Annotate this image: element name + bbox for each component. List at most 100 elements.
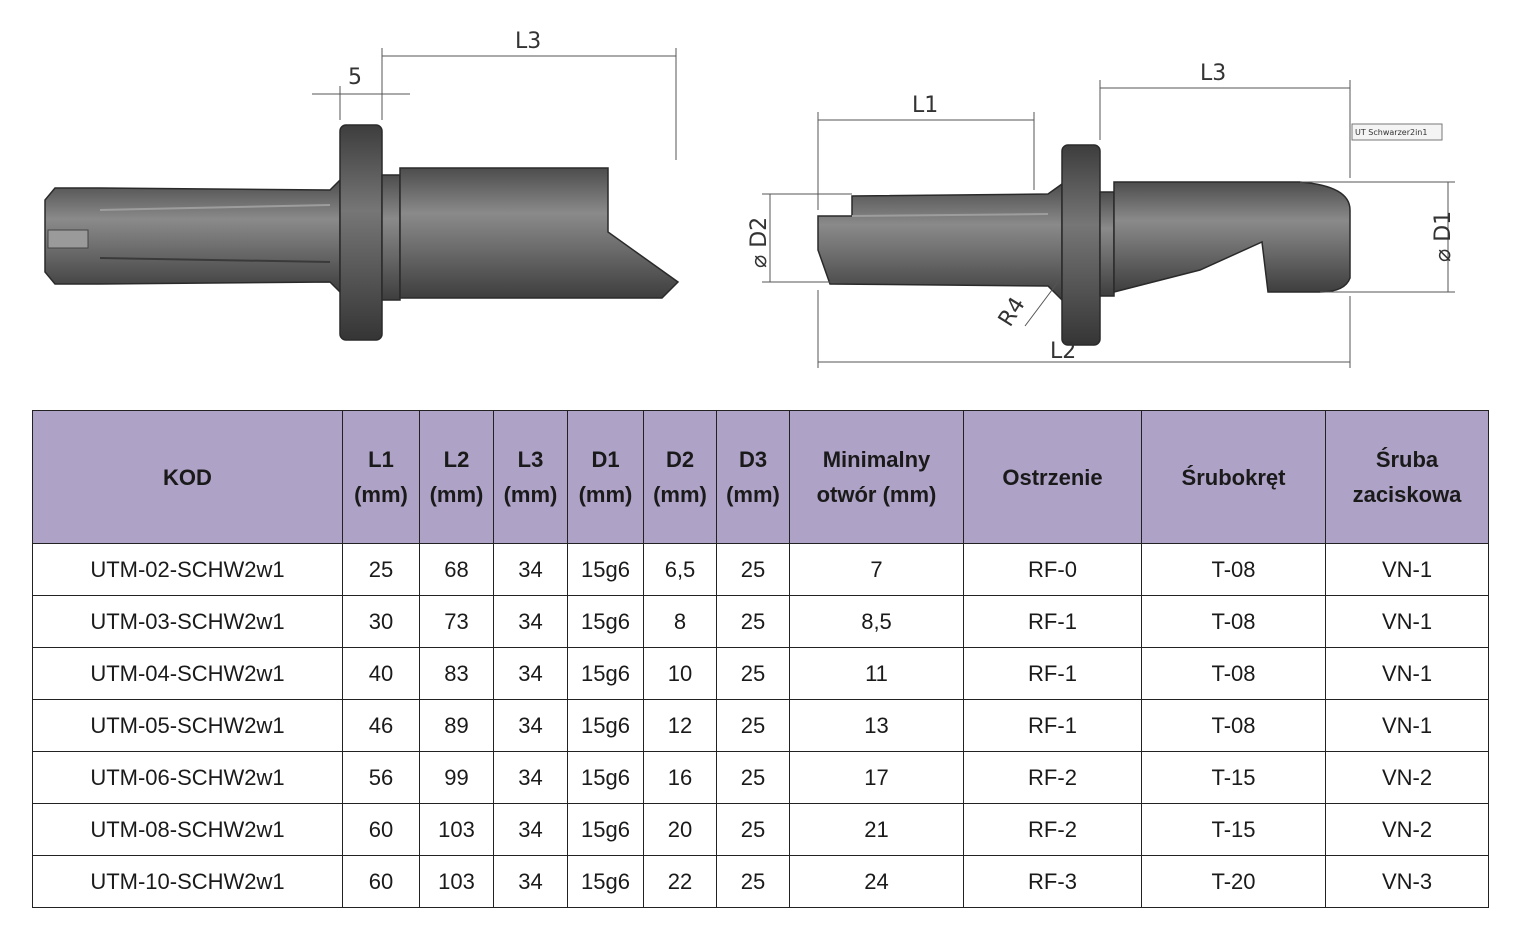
right-d2-label: ⌀ D2 (747, 217, 772, 268)
cell-l3: 34 (493, 647, 568, 700)
cell-l1: 46 (342, 699, 420, 752)
left-view-tool (44, 124, 680, 341)
cell-d1: 15g6 (567, 803, 644, 856)
cell-sharpening: RF-3 (963, 855, 1142, 908)
right-l2-label: L2 (1050, 339, 1076, 364)
cell-min-hole: 7 (789, 543, 964, 596)
cell-l2: 103 (419, 803, 494, 856)
cell-min-hole: 21 (789, 803, 964, 856)
cell-screwdriver: T-08 (1141, 699, 1326, 752)
cell-l1: 60 (342, 855, 420, 908)
cell-d1: 15g6 (567, 595, 644, 648)
cell-d2: 12 (643, 699, 717, 752)
cell-min-hole: 13 (789, 699, 964, 752)
header-l2: L2(mm) (419, 410, 494, 544)
cell-sharpening: RF-0 (963, 543, 1142, 596)
cell-clamp-screw: VN-1 (1325, 595, 1489, 648)
header-sharpening: Ostrzenie (963, 410, 1142, 544)
cell-screwdriver: T-15 (1141, 751, 1326, 804)
cell-clamp-screw: VN-3 (1325, 855, 1489, 908)
header-l3: L3(mm) (493, 410, 568, 544)
cell-d1: 15g6 (567, 751, 644, 804)
cell-sharpening: RF-2 (963, 751, 1142, 804)
cell-l1: 60 (342, 803, 420, 856)
header-d1: D1(mm) (567, 410, 644, 544)
cell-d2: 8 (643, 595, 717, 648)
cell-l3: 34 (493, 699, 568, 752)
table-header-row: KOD L1(mm) L2(mm) L3(mm) D1(mm) D2(mm) D… (32, 410, 1489, 544)
cell-l3: 34 (493, 751, 568, 804)
header-kod: KOD (32, 410, 343, 544)
cell-kod: UTM-02-SCHW2w1 (32, 543, 343, 596)
cell-d3: 25 (716, 699, 790, 752)
cell-l2: 103 (419, 855, 494, 908)
cell-kod: UTM-05-SCHW2w1 (32, 699, 343, 752)
cell-d2: 6,5 (643, 543, 717, 596)
cell-sharpening: RF-1 (963, 595, 1142, 648)
cell-l3: 34 (493, 803, 568, 856)
cell-kod: UTM-10-SCHW2w1 (32, 855, 343, 908)
cell-min-hole: 24 (789, 855, 964, 908)
cell-d2: 10 (643, 647, 717, 700)
cell-l2: 99 (419, 751, 494, 804)
cell-screwdriver: T-08 (1141, 543, 1326, 596)
cell-kod: UTM-04-SCHW2w1 (32, 647, 343, 700)
cell-d1: 15g6 (567, 543, 644, 596)
cell-sharpening: RF-2 (963, 803, 1142, 856)
cell-d3: 25 (716, 595, 790, 648)
cell-sharpening: RF-1 (963, 647, 1142, 700)
cell-l1: 56 (342, 751, 420, 804)
cell-clamp-screw: VN-1 (1325, 647, 1489, 700)
cell-d1: 15g6 (567, 855, 644, 908)
spec-table: KOD L1(mm) L2(mm) L3(mm) D1(mm) D2(mm) D… (32, 410, 1489, 908)
cell-screwdriver: T-08 (1141, 647, 1326, 700)
technical-drawing: L3 5 L1 L3 L2 ⌀ D1 ⌀ D2 R4 UT Schwar (44, 29, 1456, 368)
cell-min-hole: 8,5 (789, 595, 964, 648)
cell-l3: 34 (493, 855, 568, 908)
cell-d1: 15g6 (567, 699, 644, 752)
cell-screwdriver: T-15 (1141, 803, 1326, 856)
cell-clamp-screw: VN-2 (1325, 803, 1489, 856)
cell-sharpening: RF-1 (963, 699, 1142, 752)
cell-l2: 83 (419, 647, 494, 700)
cell-kod: UTM-03-SCHW2w1 (32, 595, 343, 648)
header-l1: L1(mm) (342, 410, 420, 544)
cell-d2: 22 (643, 855, 717, 908)
cell-l3: 34 (493, 543, 568, 596)
cell-l3: 34 (493, 595, 568, 648)
part-tag: UT Schwarzer2in1 (1355, 128, 1427, 137)
cell-l2: 68 (419, 543, 494, 596)
cell-d3: 25 (716, 855, 790, 908)
cell-d2: 20 (643, 803, 717, 856)
cell-clamp-screw: VN-1 (1325, 543, 1489, 596)
cell-clamp-screw: VN-1 (1325, 699, 1489, 752)
cell-d3: 25 (716, 647, 790, 700)
cell-screwdriver: T-20 (1141, 855, 1326, 908)
cell-l1: 25 (342, 543, 420, 596)
cell-clamp-screw: VN-2 (1325, 751, 1489, 804)
cell-l2: 73 (419, 595, 494, 648)
cell-d2: 16 (643, 751, 717, 804)
cell-min-hole: 11 (789, 647, 964, 700)
right-d1-label: ⌀ D1 (1431, 211, 1456, 262)
cell-d1: 15g6 (567, 647, 644, 700)
cell-min-hole: 17 (789, 751, 964, 804)
header-d2: D2(mm) (643, 410, 717, 544)
cell-l1: 30 (342, 595, 420, 648)
cell-l2: 89 (419, 699, 494, 752)
header-d3: D3(mm) (716, 410, 790, 544)
cell-d3: 25 (716, 751, 790, 804)
cell-kod: UTM-08-SCHW2w1 (32, 803, 343, 856)
right-view-dimensions: L1 L3 L2 ⌀ D1 ⌀ D2 R4 UT Schwarzer2in1 (747, 61, 1456, 368)
cell-l1: 40 (342, 647, 420, 700)
